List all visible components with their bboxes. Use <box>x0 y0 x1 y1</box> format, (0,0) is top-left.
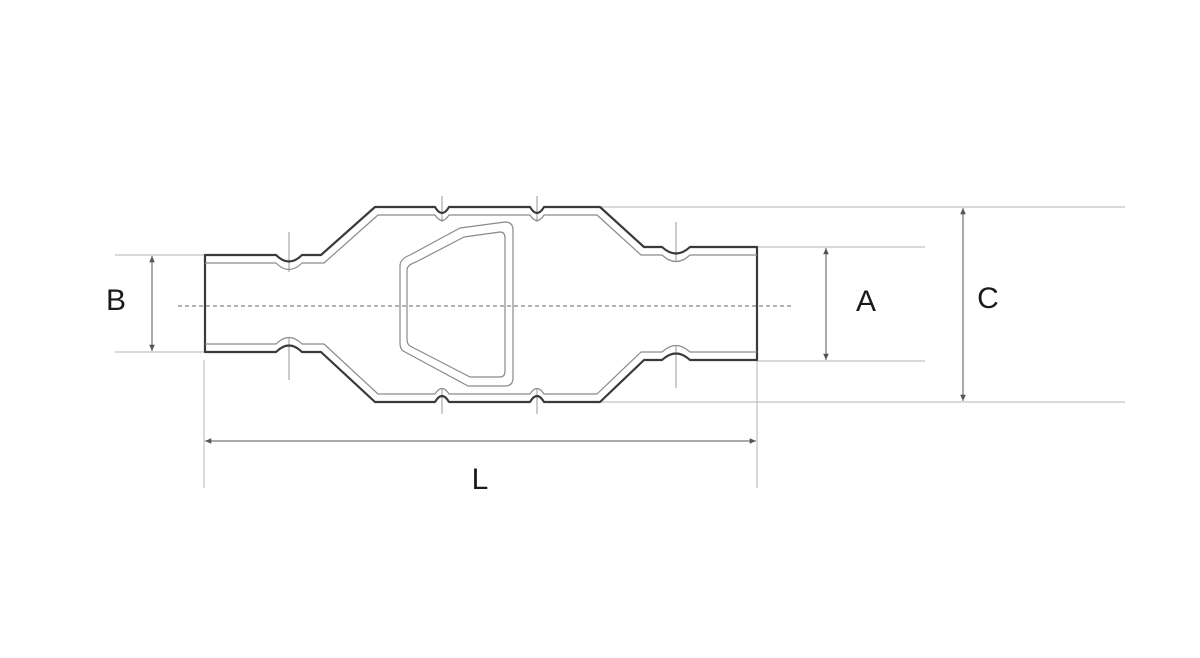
weld-ticks <box>288 196 677 414</box>
converter-inner-shell <box>205 214 757 395</box>
label-a: A <box>855 285 877 318</box>
label-l: L <box>471 463 489 496</box>
converter-body-outline <box>203 205 759 404</box>
label-c: C <box>977 282 999 315</box>
internal-flap-inner <box>406 231 506 378</box>
label-b: B <box>105 284 127 317</box>
extension-lines <box>115 206 1125 488</box>
internal-flap <box>399 221 514 387</box>
dimension-lines <box>149 208 966 444</box>
